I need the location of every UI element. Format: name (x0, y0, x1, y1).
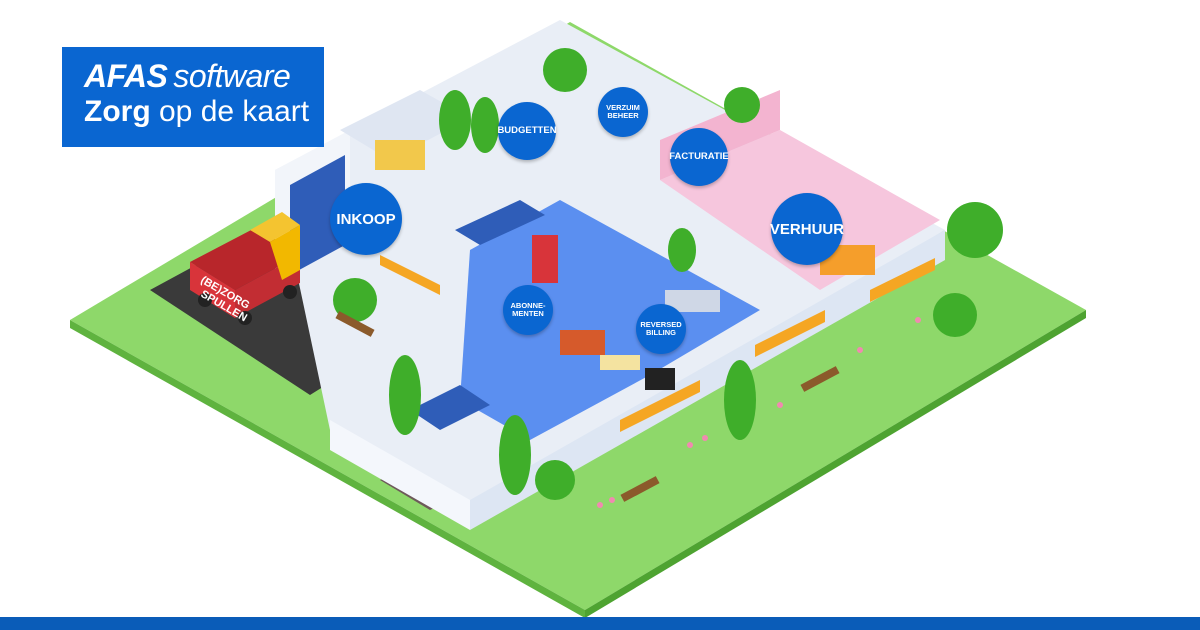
fridge (532, 235, 558, 283)
dining-table (665, 290, 720, 312)
front-wall-left (330, 420, 470, 530)
boxes (375, 140, 425, 170)
warehouse-floor (340, 90, 470, 160)
garage-door (290, 155, 345, 275)
table (600, 355, 640, 370)
bench-left (335, 311, 375, 337)
lawn-edge-left (70, 320, 585, 618)
bottom-brand-bar (0, 617, 1200, 630)
label-verzuimbeheer[interactable]: VERZUIM BEHEER (598, 87, 648, 137)
tv (645, 368, 675, 390)
front-wall-right (470, 230, 945, 530)
flower-beds (597, 317, 921, 508)
label-budgetten[interactable]: BUDGETTEN (497, 102, 557, 160)
logo-product: software (173, 58, 291, 94)
awnings (380, 255, 935, 432)
sofa (560, 330, 605, 355)
label-inkoop[interactable]: INKOOP (330, 183, 402, 255)
label-facturatie[interactable]: FACTURATIE (669, 128, 729, 186)
logo-tagline: Zorg op de kaart (84, 93, 310, 131)
bench-right (800, 366, 840, 392)
delivery-truck: (BE)ZORG SPULLEN (190, 212, 300, 325)
label-reversed-billing[interactable]: REVERSED BILLING (636, 304, 686, 354)
entrance-canopy (410, 385, 490, 430)
trees (333, 48, 1003, 500)
logo-tagline-bold: Zorg (84, 95, 151, 128)
lawn-edge-right (585, 310, 1086, 618)
label-abonnementen[interactable]: ABONNE- MENTEN (503, 285, 553, 335)
logo-tagline-rest: op de kaart (159, 95, 310, 128)
label-verhuur[interactable]: VERHUUR (770, 193, 844, 265)
kitchen-counter (455, 200, 545, 245)
bench-front (620, 476, 660, 502)
logo-brand: AFAS (84, 58, 168, 94)
